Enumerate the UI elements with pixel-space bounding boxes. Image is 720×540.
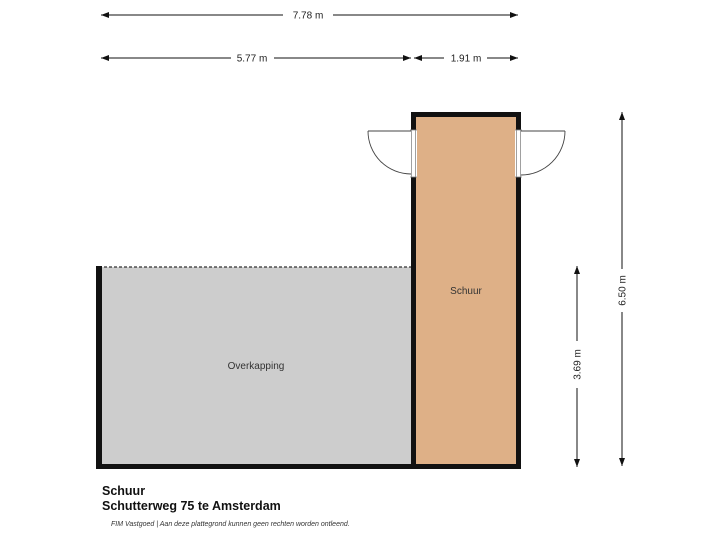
caption-address: Schutterweg 75 te Amsterdam (102, 499, 281, 513)
room-label-schuur: Schuur (450, 286, 482, 297)
dimension-top-total: 7.78 m (101, 11, 518, 22)
dimension-top-right: 1.91 m (414, 54, 518, 65)
wall-bottom (96, 464, 521, 469)
room-schuur: Schuur (411, 112, 521, 469)
room-label-overkapping: Overkapping (228, 361, 285, 372)
dimension-label: 7.78 m (293, 11, 324, 22)
door-right (515, 129, 566, 178)
dimension-right-outer: 6.50 m (618, 112, 629, 466)
caption: Schuur Schutterweg 75 te Amsterdam (102, 484, 281, 514)
footer-disclaimer: FIM Vastgoed | Aan deze plattegrond kunn… (111, 521, 350, 528)
dimension-right-inner: 3.69 m (573, 266, 584, 467)
room-overkapping: Overkapping (96, 266, 411, 469)
dimension-label: 3.69 m (573, 349, 584, 380)
dimension-label: 5.77 m (237, 54, 268, 65)
dimension-label: 1.91 m (451, 54, 482, 65)
door-left (367, 129, 417, 178)
caption-title: Schuur (102, 484, 146, 498)
dimension-top-left: 5.77 m (101, 54, 411, 65)
dimension-label: 6.50 m (618, 275, 629, 306)
